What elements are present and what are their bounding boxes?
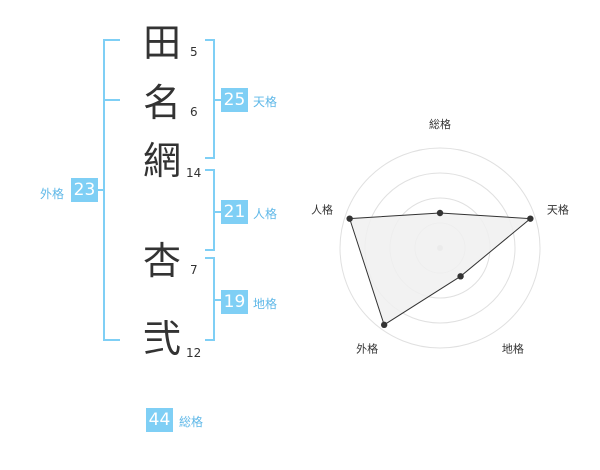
name-char-1: 田 [143,21,182,65]
radar-axis-label-2: 天格 [547,203,569,217]
stroke-count-3: 14 [186,166,202,180]
gaikaku-label: 外格 [40,187,65,201]
radar-point-3 [457,273,464,280]
radar-ring-4 [339,147,541,349]
radar-point-1 [436,209,444,217]
radar-axis-label-5: 人格 [311,203,333,217]
radar-axis-label-4: 外格 [356,341,378,355]
stroke-count-1: 5 [190,45,198,59]
soukaku-label: 総格 [179,415,204,429]
name-char-2: 名 [143,81,182,125]
name-char-5: 弐 [143,317,182,361]
chikaku-value: 19 [221,290,248,314]
name-char-4: 杏 [143,239,182,283]
stroke-count-2: 6 [190,105,198,119]
gaikaku-value: 23 [71,178,98,202]
radar-axis-label-3: 地格 [502,341,524,355]
tenkaku-label: 天格 [253,95,278,109]
chikaku-label: 地格 [253,297,278,311]
jinkaku-value: 21 [221,200,248,224]
name-char-3: 網 [143,139,182,183]
radar-point-5 [346,215,353,222]
jinkaku-label: 人格 [253,207,278,221]
jinkaku-bracket [205,169,215,251]
radar-point-4 [380,321,388,329]
radar-axis-label-1: 総格 [429,117,451,131]
stroke-count-4: 7 [190,263,198,277]
radar-point-2 [527,215,534,222]
soukaku-value: 44 [146,408,173,432]
stroke-count-5: 12 [186,346,202,360]
tenkaku-value: 25 [221,88,248,112]
radar-polygon [348,212,532,326]
